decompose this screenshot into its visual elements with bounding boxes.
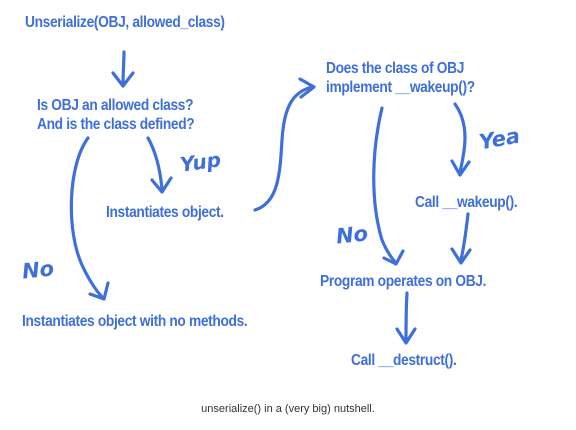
- node-unserialize: Unserialize(OBJ, allowed_class): [25, 14, 225, 31]
- node-call-destruct: Call __destruct().: [351, 352, 457, 369]
- arrowhead-allowed-to-no-methods: [88, 281, 110, 301]
- arrow-call-wakeup-to-program: [459, 212, 470, 262]
- edge-label-no-right: No: [334, 221, 370, 249]
- arrow-wakeup-check-to-program: [372, 106, 397, 264]
- node-allowed-check-line2: And is the class defined?: [37, 116, 195, 133]
- node-no-methods: Instantiates object with no methods.: [22, 313, 248, 330]
- node-wakeup-check-line2: implement __wakeup()?: [326, 79, 475, 96]
- edge-label-no-left: No: [20, 256, 56, 284]
- arrow-allowed-to-no-methods: [69, 136, 104, 299]
- arrowhead-wakeup-check-to-program: [382, 249, 405, 266]
- arrow-wakeup-check-to-call-wakeup: [453, 102, 467, 174]
- node-wakeup-check-line1: Does the class of OBJ: [326, 60, 465, 77]
- arrowhead-unserialize-to-allowed-check: [111, 71, 135, 88]
- arrowhead-allowed-to-instantiates: [150, 176, 173, 194]
- arrowhead-instantiates-to-wakeup-check: [298, 77, 316, 99]
- arrow-allowed-to-instantiates: [146, 136, 164, 191]
- node-program-operates: Program operates on OBJ.: [320, 273, 487, 290]
- arrowhead-call-wakeup-to-program: [450, 247, 472, 265]
- arrow-instantiates-to-wakeup-check: [253, 85, 314, 212]
- arrowhead-program-to-destruct: [395, 327, 417, 345]
- node-allowed-check-line1: Is OBJ an allowed class?: [37, 97, 194, 114]
- figure-caption: unserialize() in a (very big) nutshell.: [201, 403, 375, 415]
- arrow-program-to-destruct: [404, 291, 409, 342]
- arrowhead-wakeup-check-to-call-wakeup: [450, 159, 471, 177]
- arrow-unserialize-to-allowed-check: [121, 50, 126, 86]
- node-instantiates: Instantiates object.: [106, 204, 224, 221]
- node-call-wakeup: Call __wakeup().: [415, 194, 518, 211]
